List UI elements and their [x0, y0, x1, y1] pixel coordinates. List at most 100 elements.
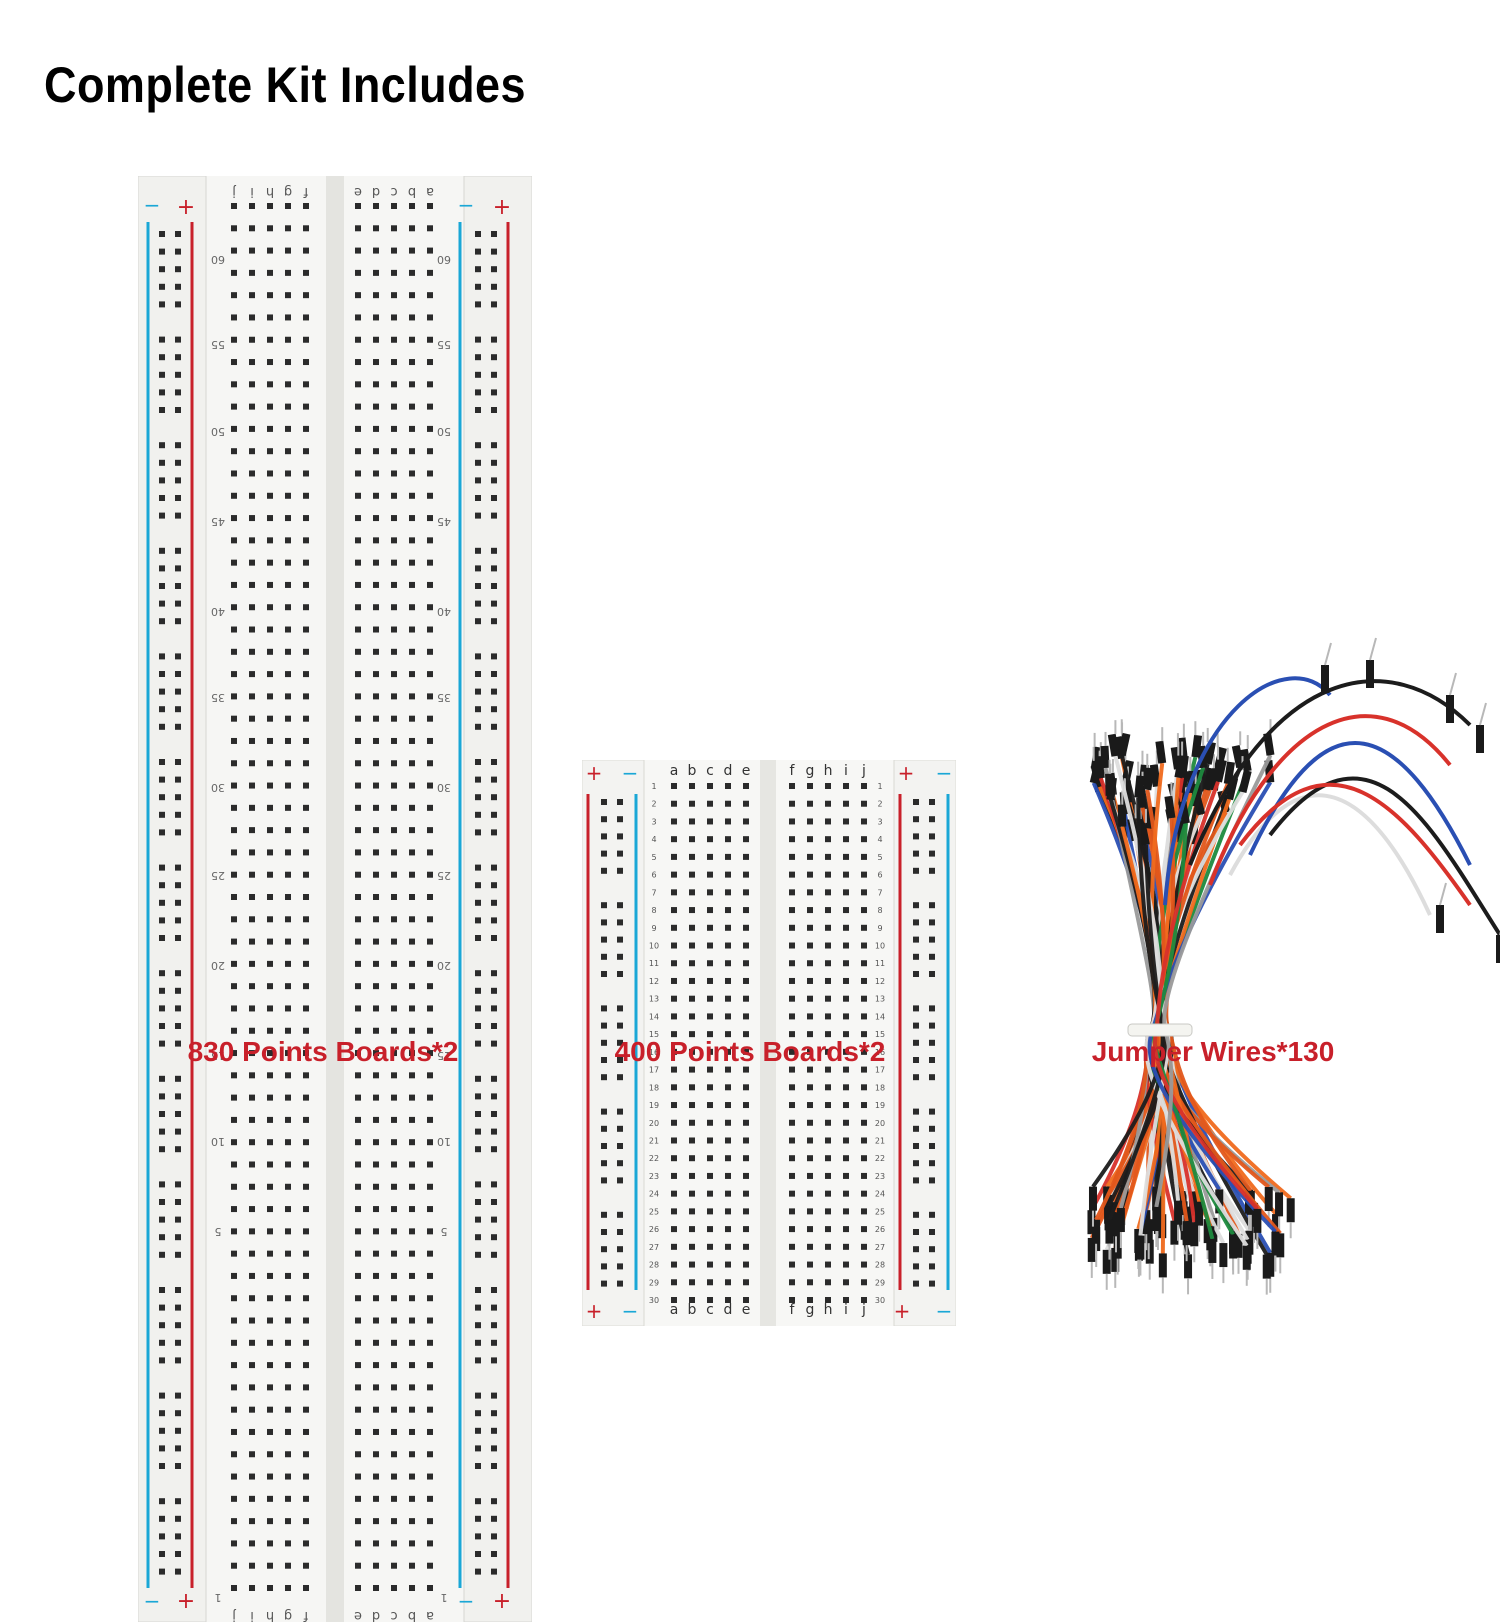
row-number: 19 — [875, 1101, 885, 1110]
row-number: 7 — [651, 888, 656, 897]
row-number: 20 — [437, 959, 451, 972]
row-number: 60 — [437, 253, 451, 266]
row-number: 3 — [651, 817, 656, 826]
column-letter: b — [408, 184, 416, 199]
row-number: 17 — [875, 1066, 885, 1075]
row-number: 14 — [875, 1012, 885, 1021]
row-number: 30 — [437, 781, 451, 794]
row-number: 25 — [649, 1207, 659, 1216]
column-letter: i — [844, 763, 848, 779]
column-letter: h — [824, 763, 833, 779]
column-letter: j — [232, 184, 237, 199]
column-letter: d — [724, 763, 733, 779]
row-number: 30 — [875, 1296, 885, 1305]
column-letter: h — [266, 184, 274, 199]
caption-400-boards: 400 Points Boards*2 — [614, 1036, 886, 1067]
caption-jumper-wires: Jumper Wires*130 — [1091, 1036, 1335, 1067]
rail-minus-label: − — [458, 193, 475, 217]
column-letter: b — [688, 763, 697, 779]
row-number: 28 — [875, 1261, 885, 1270]
row-number: 10 — [211, 1135, 225, 1148]
column-letter: d — [372, 184, 380, 199]
row-number: 20 — [649, 1119, 659, 1128]
row-number: 13 — [649, 995, 659, 1004]
rail-minus-label: − — [936, 1299, 953, 1323]
row-number: 2 — [651, 800, 656, 809]
row-number: 22 — [875, 1154, 885, 1163]
column-letter: f — [303, 1608, 308, 1622]
row-number: 7 — [877, 888, 882, 897]
row-number: 45 — [211, 515, 225, 528]
rail-holes — [601, 799, 935, 1287]
row-number: 16 — [649, 1048, 659, 1057]
rail-plus-label: + — [177, 1589, 195, 1614]
row-number: 22 — [649, 1154, 659, 1163]
column-letter: b — [408, 1608, 416, 1622]
rail-minus-label: − — [144, 1589, 161, 1613]
row-number: 18 — [875, 1083, 885, 1092]
row-number: 5 — [651, 853, 656, 862]
row-number: 9 — [651, 924, 656, 933]
row-number: 29 — [649, 1278, 659, 1287]
rail-plus-label: + — [898, 761, 915, 785]
row-number: 29 — [875, 1278, 885, 1287]
rail-plus-label: + — [493, 1589, 511, 1614]
row-number: 24 — [649, 1190, 659, 1199]
row-number: 55 — [211, 338, 225, 351]
column-letter: i — [250, 1608, 254, 1622]
rail-minus-label: − — [458, 1589, 475, 1613]
row-number: 2 — [877, 800, 882, 809]
row-number: 15 — [649, 1030, 659, 1039]
column-letter: e — [354, 1608, 362, 1622]
row-number: 8 — [877, 906, 882, 915]
rail-plus-label: + — [493, 195, 511, 220]
row-number: 27 — [875, 1243, 885, 1252]
rail-plus-label: + — [177, 195, 195, 220]
row-number: 40 — [437, 605, 451, 618]
column-letter: a — [426, 184, 434, 199]
row-number: 4 — [877, 835, 882, 844]
row-number: 8 — [651, 906, 656, 915]
row-number: 17 — [649, 1066, 659, 1075]
cable-tie — [1127, 1023, 1193, 1037]
row-number: 9 — [877, 924, 882, 933]
row-number: 45 — [437, 515, 451, 528]
row-number: 20 — [211, 959, 225, 972]
row-number: 23 — [649, 1172, 659, 1181]
column-letter: c — [706, 1302, 714, 1318]
row-number: 40 — [211, 605, 225, 618]
row-number: 1 — [441, 1591, 448, 1604]
column-letter: g — [284, 1608, 292, 1622]
row-number: 50 — [437, 425, 451, 438]
row-number: 12 — [649, 977, 659, 986]
row-number: 18 — [649, 1083, 659, 1092]
row-number: 3 — [877, 817, 882, 826]
column-letter: j — [861, 763, 866, 779]
row-number: 25 — [211, 869, 225, 882]
row-number: 10 — [875, 942, 885, 951]
column-letter: e — [742, 1302, 751, 1318]
row-number: 23 — [875, 1172, 885, 1181]
row-number: 16 — [875, 1048, 885, 1057]
row-number: 35 — [211, 691, 225, 704]
row-number: 15 — [875, 1030, 885, 1039]
column-letter: i — [844, 1302, 848, 1318]
column-letter: a — [426, 1608, 434, 1622]
rail-minus-label: − — [144, 193, 161, 217]
column-letter: a — [670, 763, 679, 779]
row-number: 6 — [651, 871, 656, 880]
row-number: 10 — [649, 942, 659, 951]
column-letter: a — [670, 1302, 679, 1318]
caption-830-boards: 830 Points Boards*2 — [187, 1036, 459, 1067]
wire-strands — [1087, 637, 1500, 1295]
row-number: 10 — [437, 1135, 451, 1148]
row-number: 30 — [211, 781, 225, 794]
row-number: 19 — [649, 1101, 659, 1110]
row-number: 11 — [875, 959, 885, 968]
row-number: 25 — [875, 1207, 885, 1216]
rail-plus-label: + — [586, 1299, 603, 1323]
column-letter: e — [742, 763, 751, 779]
row-number: 28 — [649, 1261, 659, 1270]
